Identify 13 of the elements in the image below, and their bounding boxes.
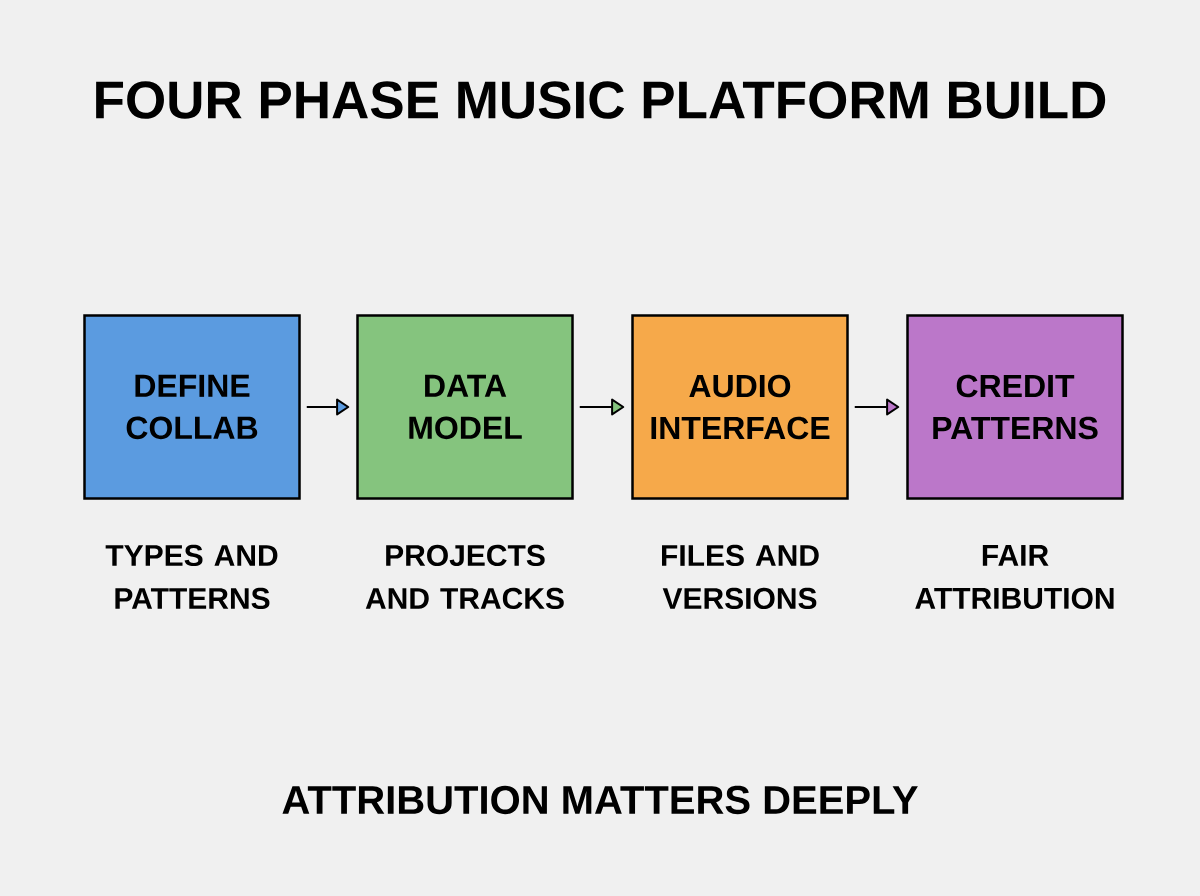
process-box: DATA MODEL (356, 314, 574, 500)
step-caption: FAIR ATTRIBUTION (915, 545, 1114, 609)
step-caption: PROJECTS AND TRACKS (365, 544, 564, 610)
process-box: DEFINE COLLAB (83, 314, 301, 500)
arrow (305, 398, 350, 416)
step-caption: TYPES AND PATTERNS (105, 544, 278, 610)
arrow (578, 398, 625, 416)
step-caption: FILES AND VERSIONS (662, 544, 819, 610)
caption: ATTRIBUTION MATTERS DEEPLY (282, 785, 918, 815)
arrow (853, 398, 900, 416)
title: FOUR PHASE MUSIC PLATFORM BUILD (96, 81, 1106, 119)
process-box: AUDIO INTERFACE (631, 314, 849, 500)
process-box: CREDIT PATTERNS (906, 314, 1124, 500)
